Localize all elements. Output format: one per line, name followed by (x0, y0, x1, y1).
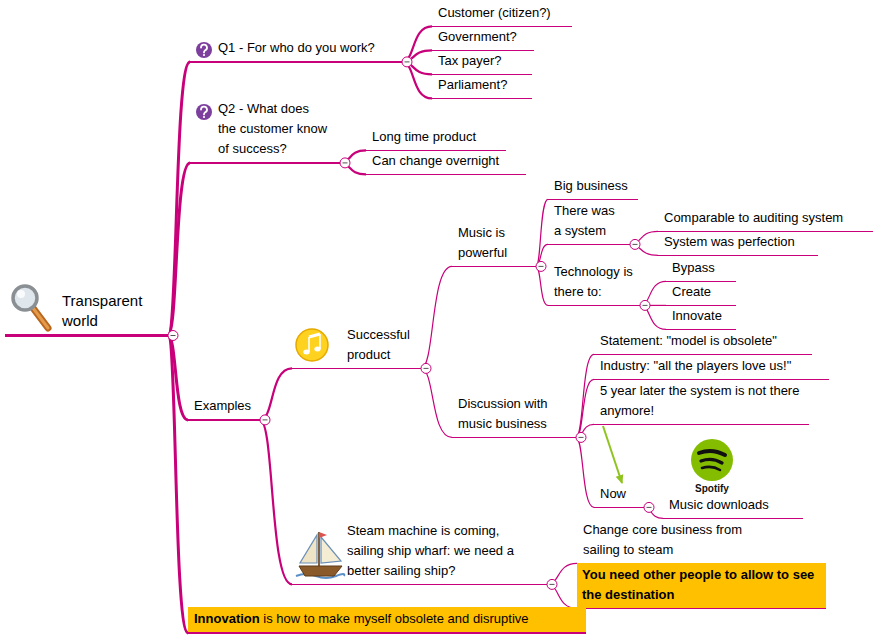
topic-text: Now (600, 484, 626, 504)
topic-text: Change core business from sailing to ste… (583, 520, 778, 560)
topic-text: Technology is there to: (554, 262, 634, 302)
topic-text: Q1 - For who do you work? (218, 38, 375, 58)
branch-line (168, 62, 190, 336)
topic: Change core business from sailing to ste… (577, 520, 784, 564)
topic: There was a system (548, 201, 630, 245)
magnifier-icon (13, 286, 48, 328)
topic: 5 year later the system is not there any… (594, 381, 809, 425)
topic: System was perfection (658, 232, 818, 256)
topic: Statement: "model is obsolete" (594, 331, 812, 355)
topic-text: Tax payer? (438, 51, 502, 71)
topic: Discussion with music business (452, 394, 576, 438)
topic-text: Q2 - What does the customer know of succ… (218, 99, 328, 159)
topic-text: Bypass (672, 258, 715, 278)
collapse-button (644, 502, 654, 512)
branch-line (168, 163, 190, 336)
topic-text: Music downloads (669, 495, 769, 515)
topic: Innovate (666, 306, 736, 330)
branch-line (421, 266, 452, 368)
topic: Long time product (366, 127, 506, 151)
topic: Examples (188, 396, 260, 421)
topic-text: 5 year later the system is not there any… (600, 381, 803, 421)
collapse-button (547, 579, 557, 589)
branch-line (576, 437, 594, 507)
spotify-symbol (690, 438, 734, 482)
sailing-ship-icon (296, 532, 344, 578)
topic-text: Industry: "all the players love us!" (600, 356, 791, 376)
topic-text: Discussion with music business (458, 394, 570, 434)
collapse-button (402, 57, 412, 67)
topic-text: Innovation is how to make myself obsolet… (194, 609, 529, 629)
branch-line (421, 368, 452, 437)
topic-text: Innovate (672, 306, 722, 326)
branch-line (168, 336, 188, 633)
collapse-button (630, 239, 640, 249)
topic: Innovation is how to make myself obsolet… (188, 607, 586, 634)
music-icon (296, 329, 328, 361)
topic-text: Steam machine is coming, sailing ship wh… (347, 521, 532, 581)
branch-line (536, 266, 548, 305)
branch-line (536, 199, 548, 266)
topic: Bypass (666, 258, 736, 282)
topic-text: There was a system (554, 201, 620, 241)
question-icon (196, 42, 212, 58)
branch-line (640, 305, 666, 306)
collapse-button (536, 261, 546, 271)
topic: Tax payer? (432, 51, 532, 75)
collapse-button (168, 331, 178, 341)
topic: Create (666, 282, 736, 306)
question-icon (196, 104, 212, 120)
topic: Comparable to auditing system (658, 208, 873, 232)
topic-text: Big business (554, 176, 628, 196)
topic: Technology is there to: (548, 262, 640, 306)
branch-line (260, 368, 292, 420)
topic: Parliament? (432, 75, 532, 99)
collapse-button (421, 363, 431, 373)
collapse-button (576, 432, 586, 442)
topic-text: Music is powerful (458, 223, 530, 263)
topic: Successful product (292, 325, 421, 369)
topic: SpotifyMusic downloads (663, 438, 803, 519)
collapse-button (340, 158, 350, 168)
branch-line (260, 420, 292, 585)
topic: Industry: "all the players love us!" (594, 356, 829, 380)
central-topic: Transparent world (5, 291, 168, 337)
topic-text: Successful product (347, 325, 415, 365)
green-arrow (603, 426, 622, 483)
topic-text: System was perfection (664, 232, 795, 252)
collapse-button (640, 300, 650, 310)
topic: Government? (432, 27, 534, 51)
topic: Customer (citizen?) (432, 3, 572, 27)
topic-text: You need other people to allow to see th… (582, 565, 820, 605)
topic-text: Parliament? (438, 75, 507, 95)
topic-text: Transparent world (62, 291, 162, 331)
topic-text: Customer (citizen?) (438, 3, 551, 23)
spotify-logo: Spotify (684, 438, 740, 495)
topic: Music is powerful (452, 223, 536, 267)
topic: Q1 - For who do you work? (190, 38, 402, 63)
topic-text: Statement: "model is obsolete" (600, 331, 777, 351)
topic: You need other people to allow to see th… (577, 563, 826, 609)
topic-text: Examples (194, 396, 251, 416)
topic: Q2 - What does the customer know of succ… (190, 99, 340, 164)
branch-line (576, 379, 594, 437)
topic: Now (594, 484, 644, 508)
logo-text: Spotify (684, 482, 740, 495)
topic: Can change overnight (366, 151, 526, 175)
topic-text: Government? (438, 27, 517, 47)
topic: Steam machine is coming, sailing ship wh… (292, 521, 547, 585)
collapse-button (260, 415, 270, 425)
branch-line (576, 354, 594, 437)
topic-text: Create (672, 282, 711, 302)
topic-text: Long time product (372, 127, 476, 147)
topic-text: Can change overnight (372, 151, 499, 171)
topic-text: Comparable to auditing system (664, 208, 843, 228)
topic: Big business (548, 176, 638, 200)
